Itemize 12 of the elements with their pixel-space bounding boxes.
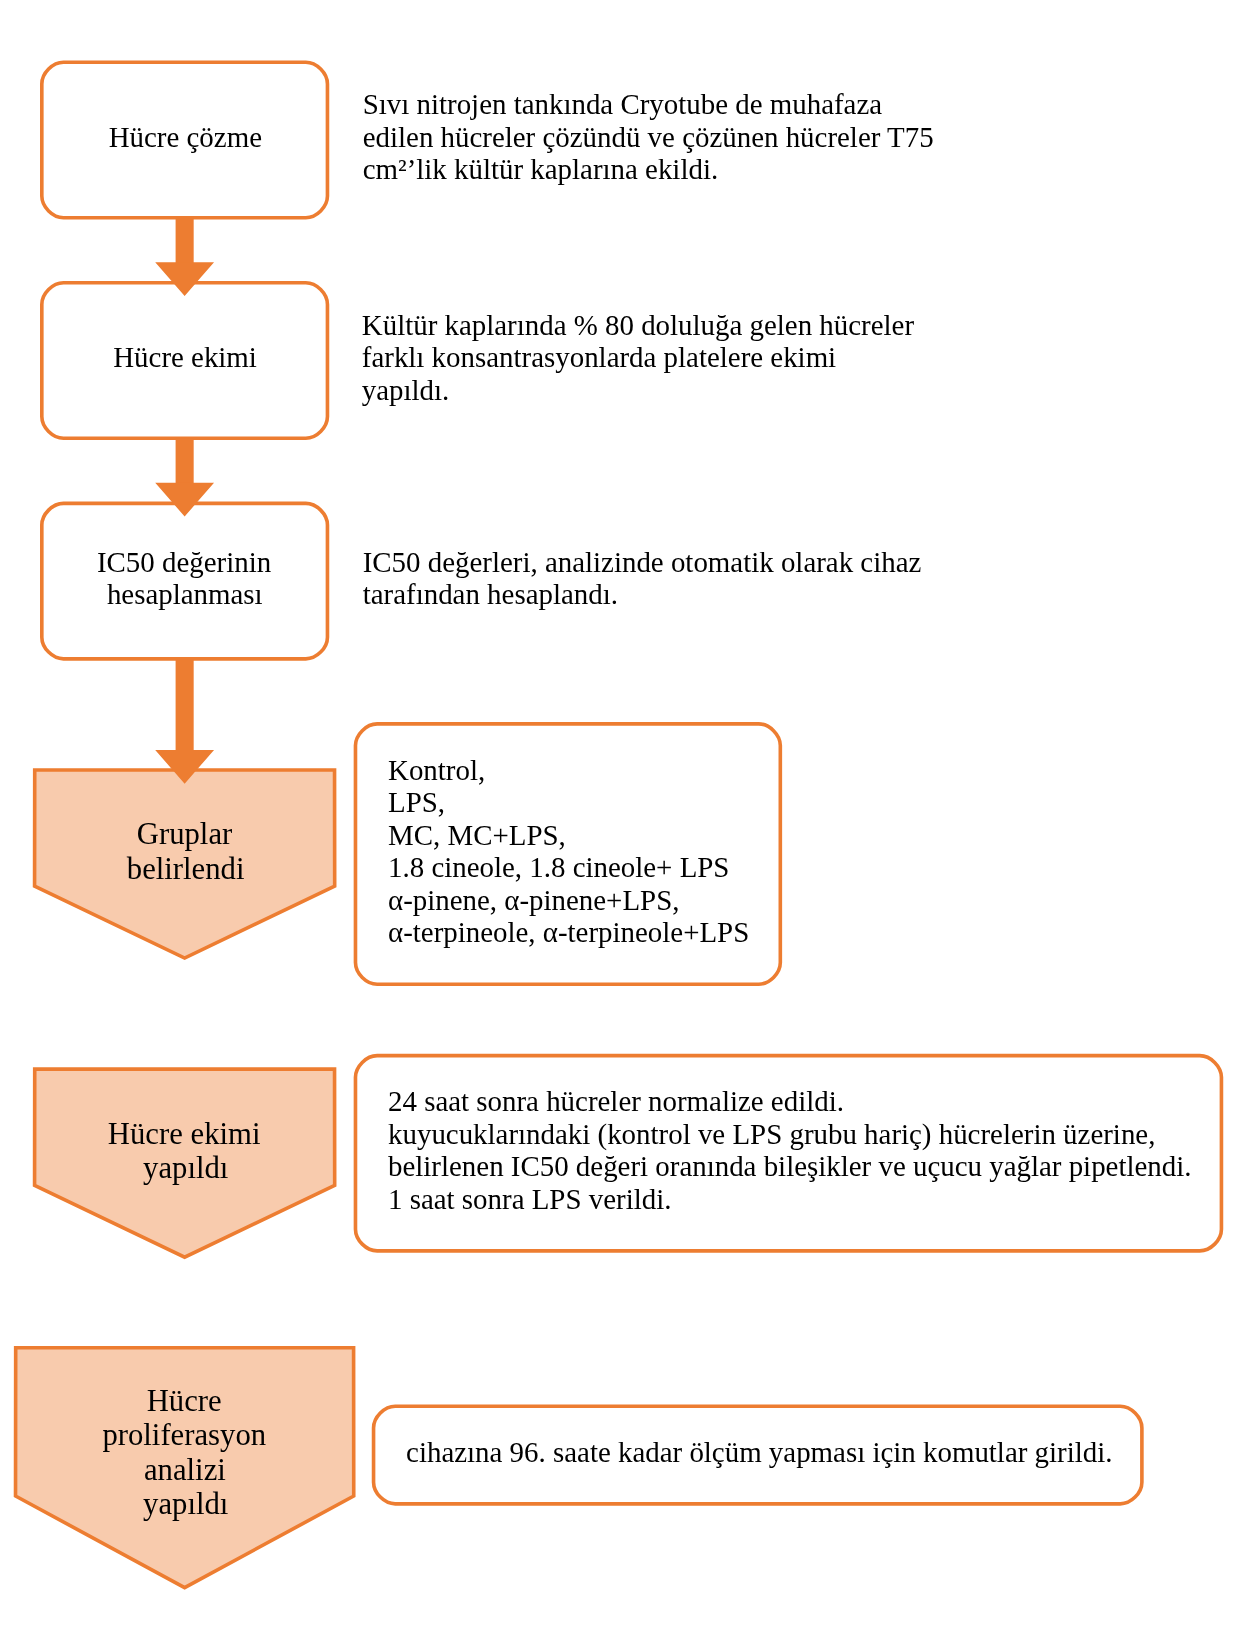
node-box: Kontrol, LPS, MC, MC+LPS, 1.8 cineole, 1.8 cineole+ LPS α-pinene, α-pinene+LPS, α-terpineole, α-terpineole+LPS	[353, 721, 783, 986]
node-label: IC50 değerleri, analizinde otomatik olarak cihaz tarafından hesaplandı.	[362, 545, 922, 610]
node-box: cihazına 96. saate kadar ölçüm yapması için komutlar girildi.	[371, 1403, 1144, 1506]
node-box: Hücre çözme	[40, 59, 330, 219]
node-box: 24 saat sonra hücreler normalize edildi. kuyucuklarındaki (kontrol ve LPS grubu hariç) hücrelerin üzerine, belirlenen IC50 değeri oranında bileşikler ve uçucu yağlar pipetlendi. 1 saat sonra LPS verildi.	[353, 1053, 1224, 1253]
node-label: Sıvı nitrojen tankında Cryotube de muhafaza edilen hücreler çözündü ve çözünen hücreler T75 cm²’lik kültür kaplarına ekildi.	[362, 87, 934, 185]
arrow	[155, 438, 215, 516]
node-label: Kültür kaplarında % 80 doluluğa gelen hücreler farklı konsantrasyonlarda platelere ekimi yapıldı.	[361, 308, 915, 406]
node-box: IC50 değerinin hesaplanması	[40, 501, 330, 661]
arrow	[155, 217, 215, 296]
arrow	[155, 658, 215, 784]
node-box: Hücre ekimi	[40, 280, 330, 440]
